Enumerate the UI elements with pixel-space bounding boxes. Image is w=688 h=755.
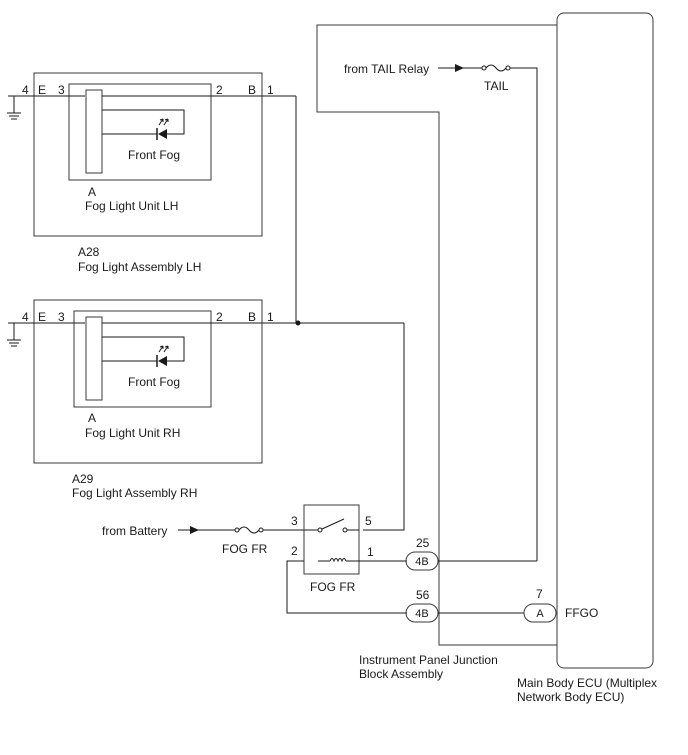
rh-pin-4: 4 (22, 310, 29, 324)
fog-fr-fuse-icon (238, 526, 260, 534)
relay-pin-3: 3 (291, 514, 298, 528)
front-fog-lh-label: Front Fog (128, 148, 180, 162)
assembly-rh-code: A29 (72, 472, 94, 486)
rh-pin-3: 3 (58, 310, 65, 324)
relay-contact-5 (342, 527, 348, 533)
relay-switch-icon (321, 518, 345, 530)
relay-pin-1: 1 (367, 545, 374, 559)
rh-pin-1: 1 (267, 310, 274, 324)
rh-ground-symbol-icon (7, 323, 21, 347)
front-fog-rh-led-icon (158, 356, 167, 366)
ecu-connector-a-label: A (536, 608, 544, 620)
battery-feed: from Battery FOG FR (102, 524, 318, 556)
unit-rh-connector-label: A (88, 411, 96, 425)
tail-relay-source: from TAIL Relay (344, 62, 429, 76)
tail-feed: from TAIL Relay TAIL (344, 62, 538, 561)
relay-contact-3 (317, 527, 323, 533)
unit-rh-board (85, 316, 103, 401)
lh-terminal-e: E (38, 83, 46, 97)
tail-arrow-icon (455, 64, 464, 72)
battery-arrow-icon (190, 526, 199, 534)
fog-fr-fuse-terminal-right (258, 527, 264, 533)
front-fog-lh-led-icon (158, 129, 167, 139)
assembly-lh-box (33, 72, 263, 237)
junction-connector-25: 4B 25 (405, 536, 537, 571)
relay-pin5-wire (363, 323, 405, 531)
lh-pin-1: 1 (267, 83, 274, 97)
assembly-rh-name: Fog Light Assembly RH (72, 486, 197, 500)
connector-4b-56-label: 4B (415, 608, 428, 620)
tail-fuse-terminal-right (505, 65, 511, 71)
tail-fuse-icon (485, 64, 507, 72)
tail-fuse-label: TAIL (484, 79, 509, 93)
assembly-lh-code: A28 (78, 245, 100, 259)
connector-4b-25-label: 4B (415, 556, 428, 568)
junction-block-name-line2: Block Assembly (359, 667, 443, 681)
fog-fr-fuse-label: FOG FR (222, 542, 268, 556)
unit-rh-box (73, 310, 212, 408)
relay-name: FOG FR (310, 580, 356, 594)
lh-lamp-loop-upper (102, 109, 185, 135)
assembly-rh-box (33, 299, 263, 464)
rh-terminal-e: E (38, 310, 46, 324)
assembly-lh-name: Fog Light Assembly LH (78, 260, 201, 274)
front-fog-rh-label: Front Fog (128, 375, 180, 389)
relay-box (303, 504, 360, 575)
relay-pin2-wire (286, 560, 407, 614)
tail-wire-right (510, 67, 538, 561)
relay-pin-5: 5 (365, 514, 372, 528)
unit-lh-board (85, 89, 103, 174)
lh-terminal-b: B (248, 83, 256, 97)
front-fog-rh-light-rays-icon (158, 345, 169, 353)
splice-point (295, 320, 301, 326)
ecu-name-line1: Main Body ECU (Multiplex (517, 676, 657, 690)
junction-block-outline (316, 24, 557, 646)
unit-lh-box (68, 83, 212, 181)
junction-connector-56: 4B 56 (405, 588, 524, 623)
fog-fr-fuse-terminal-left (234, 527, 240, 533)
rh-lamp-loop-upper (102, 336, 185, 362)
ecu-pin-7: 7 (536, 587, 543, 601)
connector-pin-56: 56 (416, 588, 430, 602)
lh-ground-symbol-icon (7, 96, 21, 120)
ecu-connector: A 7 FFGO (523, 587, 598, 623)
tail-fuse-terminal-left (481, 65, 487, 71)
ecu-terminal-ffgo: FFGO (565, 606, 598, 620)
unit-rh-name: Fog Light Unit RH (85, 426, 180, 440)
front-fog-lh-light-rays-icon (158, 118, 169, 126)
ecu-name-line2: Network Body ECU) (517, 690, 624, 704)
lh-pin-4: 4 (22, 83, 29, 97)
ecu-connector-a (523, 603, 557, 623)
fog-light-assembly-lh: 4 E 3 2 B 1 Front Fog A Fog Light Unit L… (7, 72, 296, 274)
lh-pin-2: 2 (216, 83, 223, 97)
fog-fr-relay: 3 5 2 1 FOG FR (291, 504, 374, 594)
rh-terminal-b: B (248, 310, 256, 324)
unit-lh-name: Fog Light Unit LH (85, 199, 178, 213)
battery-source: from Battery (102, 524, 167, 538)
relay-coil-icon (329, 558, 347, 563)
rh-pin-2: 2 (216, 310, 223, 324)
fog-light-assembly-rh: 4 E 3 2 B 1 Front Fog A Fog Light Unit R… (7, 299, 404, 500)
connector-pin-25: 25 (416, 536, 430, 550)
lh-pin-3: 3 (58, 83, 65, 97)
junction-block-name-line1: Instrument Panel Junction (359, 653, 498, 667)
main-body-ecu-box (556, 12, 654, 669)
unit-lh-connector-label: A (88, 185, 96, 199)
relay-pin-2: 2 (291, 544, 298, 558)
